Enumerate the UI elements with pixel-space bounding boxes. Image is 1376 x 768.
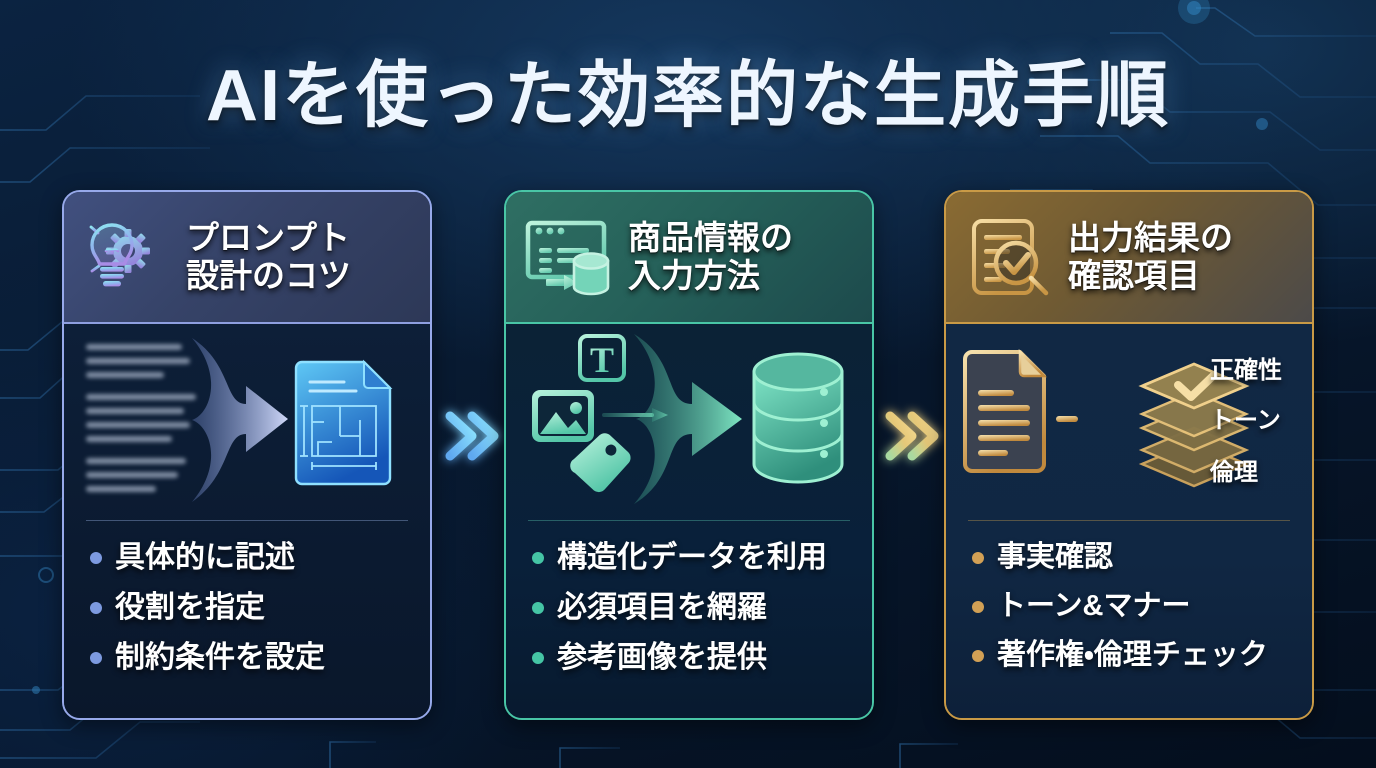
layer-label-1: 正確性 — [1210, 357, 1282, 384]
page-title: AIを使った効率的な生成手順 — [205, 56, 1170, 136]
layer-label-3: 倫理 — [1210, 459, 1258, 486]
step-3-header: 出力結果の 確認項目 — [946, 192, 1312, 324]
step-1-title: プロンプト 設計のコツ — [186, 219, 351, 294]
bullet-text: 制約条件を設定 — [115, 641, 325, 674]
step-2-header: 商品情報の 入力方法 — [506, 192, 872, 324]
bullet-dot-icon — [90, 602, 102, 614]
step-2-body: T — [506, 324, 872, 718]
step-2-divider — [528, 520, 850, 521]
step-3-bullet-list: 事実確認 トーン&マナー 著作権・倫理チェック — [946, 521, 1312, 690]
step-1-header: プロンプト 設計のコツ — [64, 192, 430, 324]
document-icon — [963, 348, 1048, 473]
step-card-2[interactable]: 商品情報の 入力方法 — [504, 190, 874, 720]
chevron-connector-1 — [445, 411, 499, 461]
bullet-dot-icon — [972, 551, 984, 564]
image-icon — [532, 390, 594, 442]
check-icon — [1174, 371, 1218, 401]
list-item: 必須項目を網羅 — [532, 593, 872, 623]
stacked-layers-icon — [1138, 362, 1250, 488]
database-cylinder-icon — [752, 352, 844, 484]
step-3-divider — [968, 520, 1290, 521]
bullet-text: 参考画像を提供 — [557, 641, 767, 674]
list-item: 参考画像を提供 — [532, 643, 872, 673]
bullet-text: 役割を指定 — [115, 591, 265, 624]
svg-text:T: T — [590, 340, 614, 380]
layer-label-2: トーン — [1210, 407, 1281, 434]
form-window-database-icon — [525, 220, 610, 296]
database-cylinder-icon — [572, 252, 610, 296]
bullet-dot-icon — [90, 552, 102, 564]
step-3-title: 出力結果の 確認項目 — [1068, 219, 1233, 294]
bullet-dot-icon — [90, 652, 102, 664]
bullet-text: 事実確認 — [997, 541, 1114, 573]
bullet-dot-icon — [532, 602, 544, 614]
lightbulb-gear-icon — [83, 215, 150, 287]
list-item: 役割を指定 — [90, 593, 430, 623]
bullet-dot-icon — [532, 652, 544, 664]
list-item: 著作権・倫理チェック — [972, 641, 1312, 670]
text-box-icon: T — [578, 334, 626, 382]
step-1-divider — [86, 520, 408, 521]
blurred-text-lines — [86, 344, 196, 492]
bullet-text: 具体的に記述 — [115, 541, 295, 574]
step-2-bullet-list: 構造化データを利用 必須項目を網羅 参考画像を提供 — [506, 521, 872, 693]
step-card-1[interactable]: プロンプト 設計のコツ — [62, 190, 432, 720]
checklist-magnifier-icon — [972, 219, 1049, 296]
bullet-text: 必須項目を網羅 — [557, 591, 767, 624]
list-item: トーン&マナー — [972, 592, 1312, 621]
converging-arrow-icon — [192, 338, 288, 502]
blueprint-document-icon — [294, 359, 393, 486]
converging-arrow-icon — [634, 334, 742, 504]
arrow-icon — [546, 275, 578, 290]
tag-icon — [570, 433, 631, 493]
step-3-illustration: 正確性 トーン 倫理 — [946, 324, 1312, 520]
step-card-3[interactable]: 出力結果の 確認項目 — [944, 190, 1314, 720]
chevron-connector-2 — [885, 411, 939, 461]
step-1-illustration — [64, 324, 430, 520]
bullet-text: 構造化データを利用 — [557, 541, 827, 574]
list-item: 具体的に記述 — [90, 543, 430, 573]
step-1-body: 具体的に記述 役割を指定 制約条件を設定 — [64, 324, 430, 718]
step-3-body: 正確性 トーン 倫理 事実確認 トーン&マナー 著作権・倫理チェック — [946, 324, 1312, 718]
bullet-text: 著作権・倫理チェック — [997, 639, 1268, 671]
step-2-title: 商品情報の 入力方法 — [628, 219, 793, 294]
step-1-bullet-list: 具体的に記述 役割を指定 制約条件を設定 — [64, 521, 430, 693]
step-2-illustration: T — [506, 324, 872, 520]
dash-connector-icon — [1056, 416, 1078, 422]
bullet-dot-icon — [972, 600, 984, 613]
list-item: 事実確認 — [972, 543, 1312, 572]
list-item: 制約条件を設定 — [90, 643, 430, 673]
bullet-dot-icon — [972, 649, 984, 662]
bullet-dot-icon — [532, 552, 544, 564]
list-item: 構造化データを利用 — [532, 543, 872, 573]
bullet-text: トーン&マナー — [997, 590, 1191, 622]
